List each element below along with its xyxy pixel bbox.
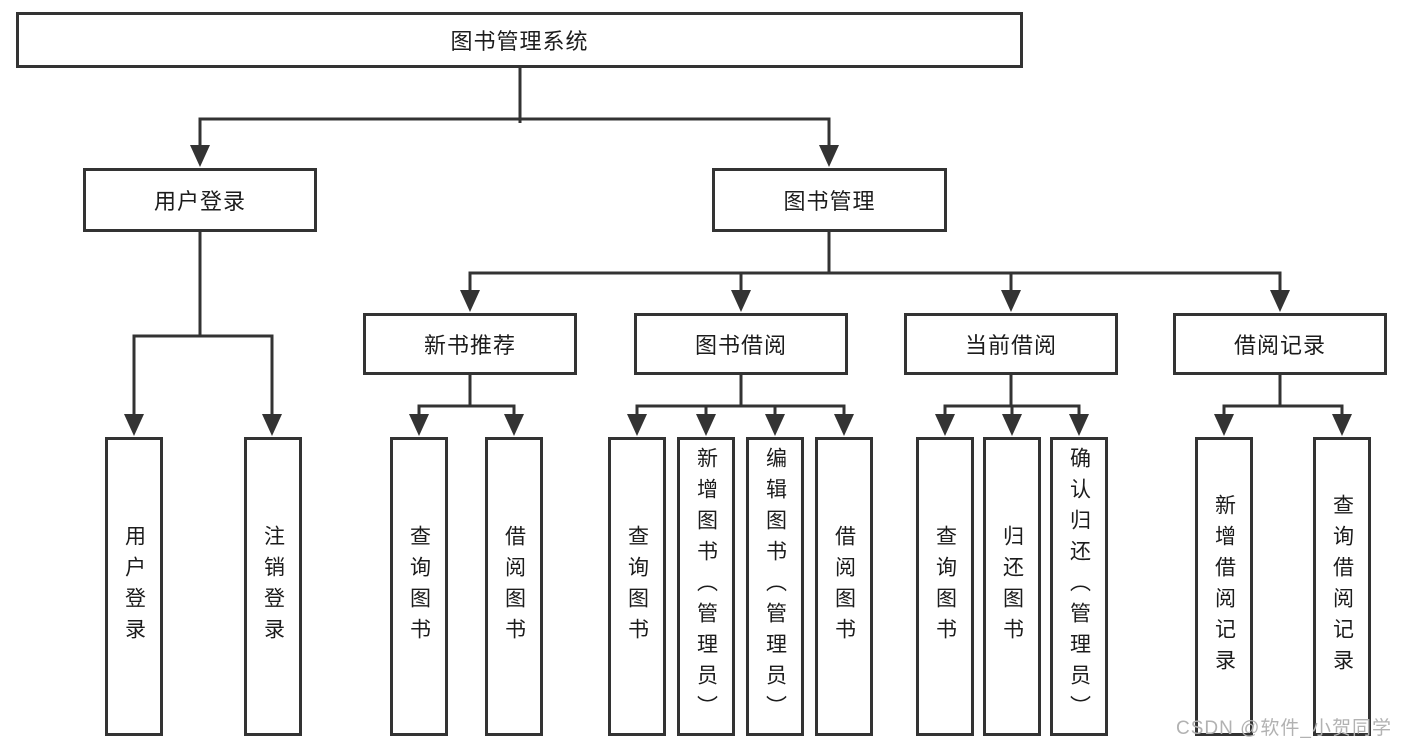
node-edit-book-admin: 编辑图书（管理员）: [746, 437, 804, 736]
node-label: 编辑图书（管理员）: [763, 447, 787, 726]
node-add-book-admin: 新增图书（管理员）: [677, 437, 735, 736]
node-label: 借阅图书: [832, 524, 856, 649]
node-book-management: 图书管理: [712, 168, 947, 232]
node-library-management-system: 图书管理系统: [16, 12, 1023, 68]
node-label: 归还图书: [1000, 524, 1024, 649]
node-label: 新增借阅记录: [1212, 493, 1236, 680]
node-label: 查询图书: [407, 524, 431, 649]
node-borrowing-records: 借阅记录: [1173, 313, 1387, 375]
node-borrow-books-1: 借阅图书: [485, 437, 543, 736]
node-query-borrow-record: 查询借阅记录: [1313, 437, 1371, 736]
node-logout: 注销登录: [244, 437, 302, 736]
node-new-book-recommend: 新书推荐: [363, 313, 577, 375]
node-label: 用户登录: [122, 524, 146, 649]
node-add-borrow-record: 新增借阅记录: [1195, 437, 1253, 736]
node-query-books-2: 查询图书: [608, 437, 666, 736]
node-label: 查询图书: [625, 524, 649, 649]
node-user-login-leaf: 用户登录: [105, 437, 163, 736]
node-book-borrowing: 图书借阅: [634, 313, 848, 375]
node-query-books-3: 查询图书: [916, 437, 974, 736]
node-current-borrowing: 当前借阅: [904, 313, 1118, 375]
node-user-login: 用户登录: [83, 168, 317, 232]
watermark: CSDN @软件_小贺同学: [1176, 718, 1392, 739]
node-label: 注销登录: [261, 524, 285, 649]
node-label: 新增图书（管理员）: [694, 447, 718, 726]
node-borrow-books-2: 借阅图书: [815, 437, 873, 736]
node-label: 查询图书: [933, 524, 957, 649]
node-query-books-1: 查询图书: [390, 437, 448, 736]
node-label: 确认归还（管理员）: [1067, 447, 1091, 726]
node-return-books: 归还图书: [983, 437, 1041, 736]
node-label: 查询借阅记录: [1330, 493, 1354, 680]
node-label: 借阅图书: [502, 524, 526, 649]
node-confirm-return-admin: 确认归还（管理员）: [1050, 437, 1108, 736]
